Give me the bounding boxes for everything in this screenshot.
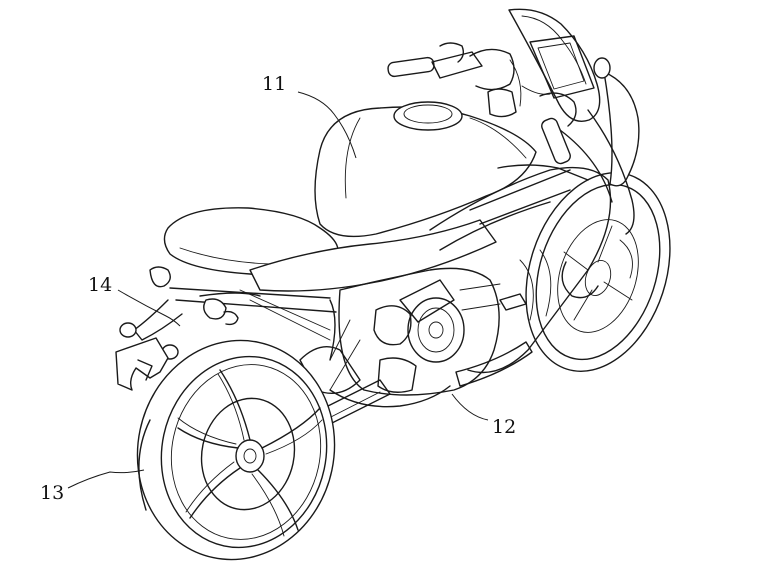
engine-frame <box>329 267 527 408</box>
leader-14 <box>117 289 181 327</box>
side-fairing <box>429 166 612 387</box>
reference-numeral-14: 14 <box>88 274 113 296</box>
handlebars <box>387 42 577 165</box>
front-fairing <box>508 8 640 235</box>
tail-subframe <box>115 266 337 391</box>
reference-numeral-11: 11 <box>262 73 287 95</box>
front-wheel <box>525 172 671 372</box>
rear-wheel <box>136 339 336 561</box>
leader-13 <box>67 469 145 489</box>
leader-lines <box>67 91 489 489</box>
seat <box>163 207 497 292</box>
reference-numeral-12: 12 <box>492 416 517 438</box>
leader-12 <box>451 393 489 421</box>
reference-numeral-13: 13 <box>40 482 65 504</box>
leader-11 <box>297 91 357 159</box>
